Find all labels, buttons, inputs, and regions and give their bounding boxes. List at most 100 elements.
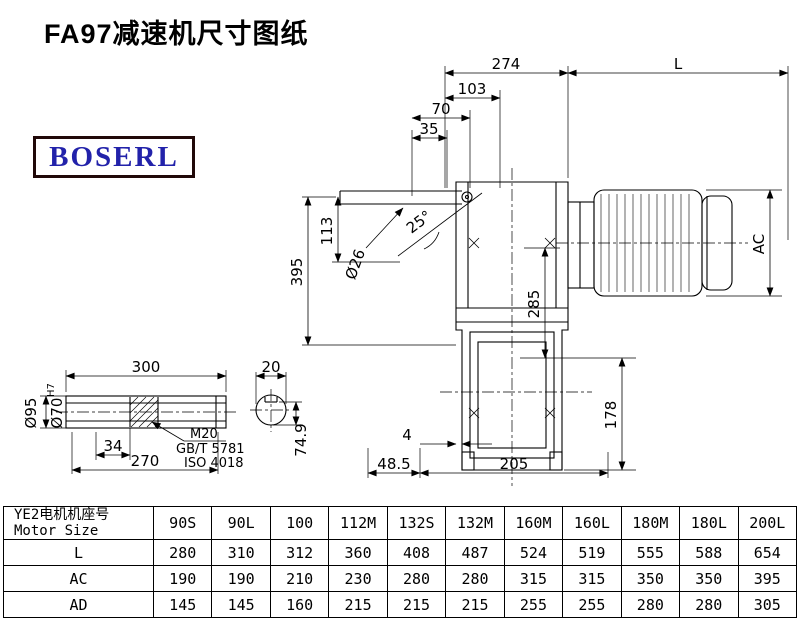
table-header-cell: 90S — [152, 505, 213, 541]
extension-lines — [40, 66, 789, 478]
motor-assembly — [567, 189, 733, 297]
dim-35-label: 35 — [419, 120, 438, 138]
table-cell: 350 — [620, 565, 681, 593]
motor-size-header-en: Motor Size — [14, 523, 99, 540]
std-gbt-label: GB/T 5781 — [176, 442, 245, 457]
table-header-cell: 132S — [386, 505, 447, 541]
table-header-cell: 112M — [328, 505, 388, 541]
bolt-marks — [468, 237, 556, 419]
table-cell: 395 — [737, 565, 798, 593]
dim-AC-label: AC — [750, 234, 768, 254]
dim-70-label: 70 — [431, 100, 450, 118]
table-cell: 255 — [503, 591, 564, 618]
page-title: FA97减速机尺寸图纸 — [44, 19, 309, 49]
dim-dia26-label: Ø26 — [342, 247, 369, 282]
table-cell: 280 — [445, 565, 505, 593]
table-cell: 215 — [328, 591, 388, 618]
dim-h7-tolerance-label: H7 — [46, 383, 57, 397]
table-cell: 190 — [211, 565, 271, 593]
input-shaft — [339, 190, 473, 205]
table-header-cell: 160L — [562, 505, 622, 541]
brand-logo: BOSERL — [33, 136, 195, 178]
leader-lines — [151, 207, 404, 442]
dim-103-label: 103 — [458, 80, 487, 98]
dim-178-label: 178 — [602, 401, 620, 430]
table-cell: 310 — [211, 539, 271, 567]
table-cell: 487 — [445, 539, 505, 567]
key-section — [255, 394, 287, 426]
table-cell: 160 — [269, 591, 330, 618]
motor-fins — [600, 194, 690, 292]
table-row-AD: AD 145 145 160 215 215 215 255 255 280 2… — [3, 591, 798, 618]
table-cell: 312 — [269, 539, 330, 567]
table-header-cell: 100 — [269, 505, 330, 541]
dim-270-label: 270 — [131, 452, 160, 470]
table-header-cell: 180M — [620, 505, 681, 541]
table-cell: 305 — [737, 591, 798, 618]
table-cell: 255 — [562, 591, 622, 618]
fan-cover — [701, 195, 733, 291]
std-iso-label: ISO 4018 — [184, 456, 244, 471]
dim-25deg-label: 25° — [403, 207, 435, 237]
table-cell: 408 — [386, 539, 447, 567]
table-cell: 360 — [328, 539, 388, 567]
table-cell: 588 — [679, 539, 739, 567]
table-cell: 145 — [152, 591, 213, 618]
dim-113-label: 113 — [318, 217, 336, 246]
table-cell: 524 — [503, 539, 564, 567]
table-cell: 315 — [562, 565, 622, 593]
table-header-cell-motor-size: YE2电机机座号 Motor Size — [3, 505, 154, 541]
dim-205-label: 205 — [500, 455, 529, 473]
dim-74-9-label: 74.9 — [292, 423, 310, 456]
dim-4-label: 4 — [402, 426, 412, 444]
table-cell: 654 — [737, 539, 798, 567]
table-row-L: L 280 310 312 360 408 487 524 519 555 58… — [3, 539, 798, 567]
keyway-hatch — [129, 396, 159, 428]
dim-274-label: 274 — [492, 55, 521, 73]
table-cell: 280 — [620, 591, 681, 618]
dim-dia70h7-label: Ø70 H7 — [46, 383, 66, 428]
row-label-AD: AD — [3, 591, 154, 618]
dim-dia70-label: Ø70 — [48, 398, 66, 429]
dimension-drawing: 274 L 103 70 35 25° Ø26 395 113 285 178 … — [22, 55, 789, 486]
dim-L-label: L — [674, 55, 683, 73]
dim-34-label: 34 — [103, 437, 122, 455]
dim-20-label: 20 — [261, 358, 280, 376]
dim-dia95-label: Ø95 — [22, 398, 40, 429]
table-cell: 210 — [269, 565, 330, 593]
table-cell: 190 — [152, 565, 213, 593]
table-header-cell: 160M — [503, 505, 564, 541]
table-cell: 555 — [620, 539, 681, 567]
dim-395-label: 395 — [288, 258, 306, 287]
dim-300-label: 300 — [132, 358, 161, 376]
motor-size-header-cn: YE2电机机座号 — [14, 507, 110, 523]
table-cell: 280 — [386, 565, 447, 593]
row-label-L: L — [3, 539, 154, 567]
table-header-cell: 200L — [737, 505, 798, 541]
table-cell: 315 — [503, 565, 564, 593]
motor-size-table: YE2电机机座号 Motor Size 90S 90L 100 112M 132… — [3, 505, 798, 618]
table-cell: 230 — [328, 565, 388, 593]
angle-reference — [397, 192, 483, 257]
center-lines — [56, 168, 748, 486]
table-header-row: YE2电机机座号 Motor Size 90S 90L 100 112M 132… — [3, 505, 798, 541]
hollow-shaft-detail — [65, 395, 227, 429]
dimension-lines — [42, 69, 789, 477]
row-label-AC: AC — [3, 565, 154, 593]
table-cell: 215 — [445, 591, 505, 618]
dia26-leader — [365, 207, 404, 249]
dimension-labels: 274 L 103 70 35 25° Ø26 395 113 285 178 … — [22, 55, 768, 473]
table-header-cell: 132M — [445, 505, 505, 541]
brand-logo-text: BOSERL — [49, 140, 179, 173]
table-cell: 280 — [679, 591, 739, 618]
table-header-cell: 90L — [211, 505, 271, 541]
table-cell: 215 — [386, 591, 447, 618]
table-cell: 145 — [211, 591, 271, 618]
m20-leader — [151, 421, 185, 442]
dim-48-5-label: 48.5 — [377, 455, 410, 473]
table-cell: 519 — [562, 539, 622, 567]
thread-m20-label: M20 — [190, 427, 218, 442]
dim-285-label: 285 — [525, 290, 543, 319]
table-cell: 350 — [679, 565, 739, 593]
